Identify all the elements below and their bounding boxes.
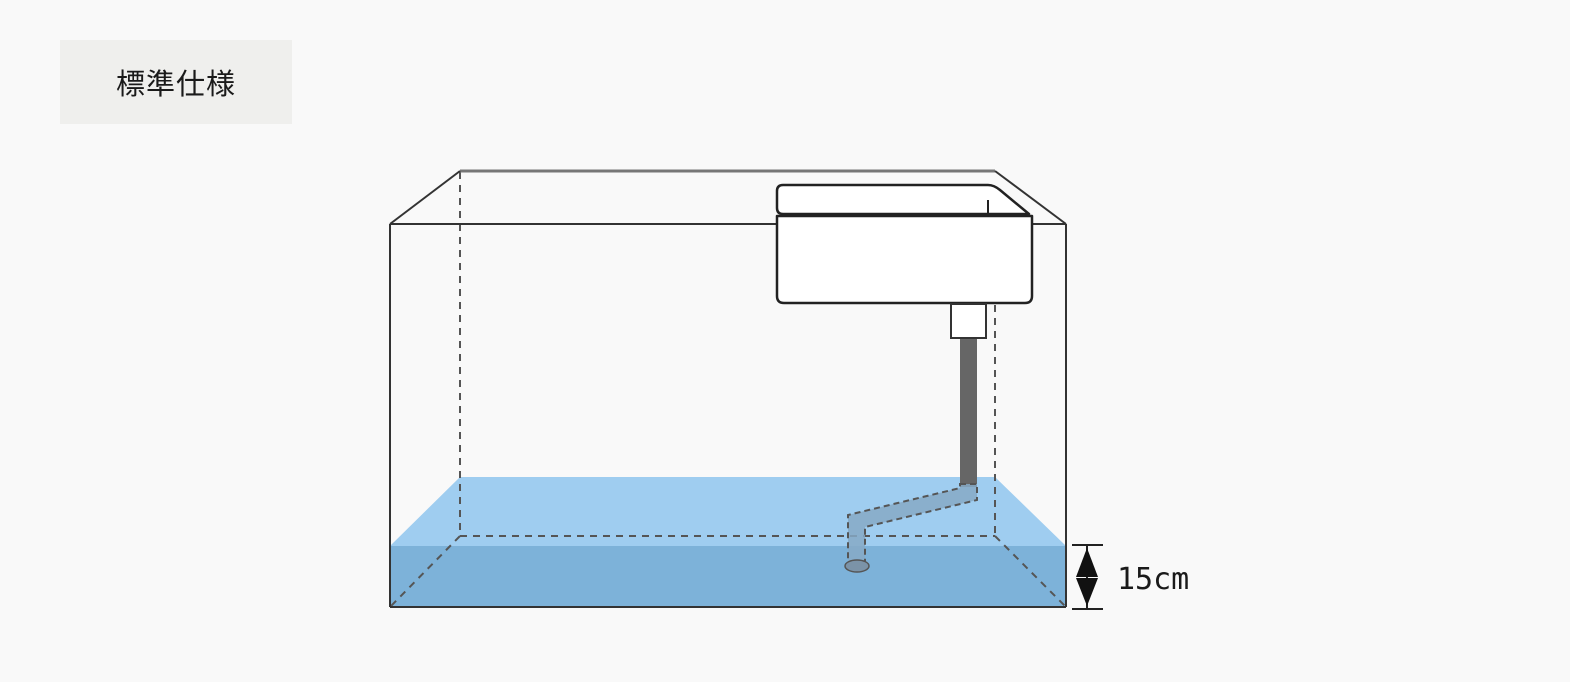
drain-pipe [960,339,977,487]
tank-back-edges [389,172,1067,608]
spec-label-text: 標準仕様 [115,67,236,101]
double-arrow-vertical-icon [1072,544,1103,610]
water-front [390,546,1066,607]
overflow-box [775,183,1034,305]
pipe-connector [950,303,987,339]
water-surface [390,477,1066,546]
submerged-pipe [844,483,978,573]
spec-label: 標準仕様 [60,40,292,124]
water-depth-label: 15cm [1117,562,1189,597]
